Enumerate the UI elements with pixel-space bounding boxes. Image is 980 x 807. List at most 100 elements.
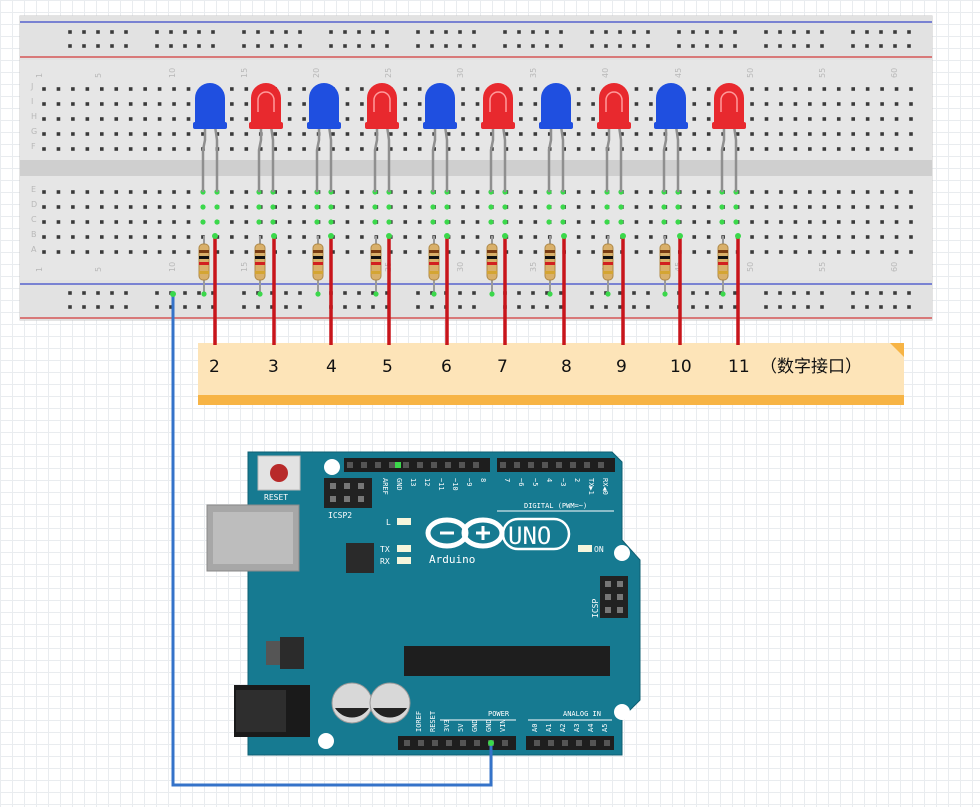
breadboard-hole <box>692 190 697 194</box>
breadboard-hole <box>186 132 191 136</box>
connected-hole <box>314 204 320 210</box>
col-number: 60 <box>890 68 899 78</box>
rail-hole <box>604 44 608 48</box>
rail-hole <box>764 30 768 34</box>
breadboard-hole <box>128 220 133 224</box>
col-number: 35 <box>529 68 538 78</box>
rail-hole <box>385 305 389 309</box>
breadboard-hole <box>475 117 480 121</box>
header-pin <box>598 462 604 468</box>
breadboard-hole <box>417 87 422 91</box>
breadboard-hole <box>389 132 393 136</box>
breadboard-hole <box>750 235 754 239</box>
col-number: 10 <box>168 68 177 78</box>
icsp2-label: ICSP2 <box>328 511 352 520</box>
rail-hole <box>298 44 302 48</box>
breadboard-hole <box>403 132 408 136</box>
breadboard-hole <box>302 117 306 121</box>
rail-hole <box>792 44 796 48</box>
power-header <box>398 736 516 750</box>
breadboard-hole <box>865 147 870 151</box>
breadboard-hole <box>85 220 90 224</box>
breadboard-hole <box>71 205 75 209</box>
rail-hole <box>733 291 737 295</box>
breadboard-hole <box>576 102 581 106</box>
breadboard-hole <box>880 220 884 224</box>
header-pin <box>473 462 479 468</box>
breadboard-hole <box>692 235 697 239</box>
breadboard-hole <box>114 250 119 254</box>
col-number: 15 <box>240 262 249 272</box>
l-label: L <box>386 518 391 527</box>
breadboard-hole <box>519 117 523 121</box>
breadboard-hole <box>157 190 162 194</box>
breadboard-hole <box>750 87 754 91</box>
breadboard-hole <box>316 147 321 151</box>
breadboard-hole <box>128 102 133 106</box>
rail-hole <box>646 291 650 295</box>
header-pin <box>431 462 437 468</box>
breadboard-hole <box>244 220 249 224</box>
connected-hole <box>444 204 450 210</box>
breadboard-hole <box>475 132 480 136</box>
breadboard-hole <box>576 205 581 209</box>
header-pin <box>534 740 540 746</box>
breadboard-hole <box>692 205 697 209</box>
pin-12: 12 <box>423 478 431 486</box>
breadboard-hole <box>186 190 191 194</box>
breadboard-hole <box>851 250 855 254</box>
breadboard-hole <box>273 132 277 136</box>
breadboard-hole <box>461 102 465 106</box>
rail-hole <box>559 30 563 34</box>
resistor <box>659 243 671 281</box>
led-red <box>712 83 746 192</box>
resistor <box>544 243 556 281</box>
breadboard-hole <box>345 87 350 91</box>
breadboard-hole <box>201 235 205 239</box>
pin-label-5: 5 <box>382 357 393 377</box>
rail-hole <box>705 44 709 48</box>
rail-hole <box>691 305 695 309</box>
rail-hole <box>851 44 855 48</box>
note-suffix: （数字接口） <box>760 357 862 377</box>
rail-hole <box>545 30 549 34</box>
breadboard-hole <box>706 205 711 209</box>
breadboard-hole <box>461 87 465 91</box>
rail-hole <box>110 30 114 34</box>
rail-hole <box>503 44 507 48</box>
breadboard-hole <box>475 87 480 91</box>
resistor <box>254 243 266 281</box>
rail-hole <box>430 44 434 48</box>
breadboard-hole <box>172 132 176 136</box>
breadboard-hole <box>634 205 639 209</box>
breadboard-hole <box>634 132 639 136</box>
pin-label-9: 9 <box>616 357 627 377</box>
reset-button[interactable] <box>257 455 301 491</box>
breadboard-hole <box>230 205 234 209</box>
connected-hole <box>502 204 508 210</box>
col-number: 60 <box>890 262 899 272</box>
breadboard-hole <box>519 250 523 254</box>
breadboard-hole <box>880 132 884 136</box>
rail-hole <box>792 291 796 295</box>
breadboard-hole <box>244 205 249 209</box>
breadboard-hole <box>706 117 711 121</box>
breadboard-hole <box>186 117 191 121</box>
breadboard-hole <box>764 220 769 224</box>
breadboard-hole <box>779 220 783 224</box>
arduino-brand: Arduino <box>429 553 475 566</box>
breadboard-hole <box>287 205 292 209</box>
rail-hole <box>719 44 723 48</box>
breadboard-hole <box>779 102 783 106</box>
breadboard-hole <box>649 220 653 224</box>
breadboard-hole <box>302 132 306 136</box>
rail-hole <box>82 291 86 295</box>
breadboard-hole <box>649 102 653 106</box>
rail-hole <box>169 44 173 48</box>
rail-hole <box>256 44 260 48</box>
pin-8: 8 <box>479 478 487 482</box>
breadboard-hole <box>128 147 133 151</box>
breadboard-hole <box>591 102 595 106</box>
breadboard-hole <box>128 132 133 136</box>
rail-hole <box>444 44 448 48</box>
